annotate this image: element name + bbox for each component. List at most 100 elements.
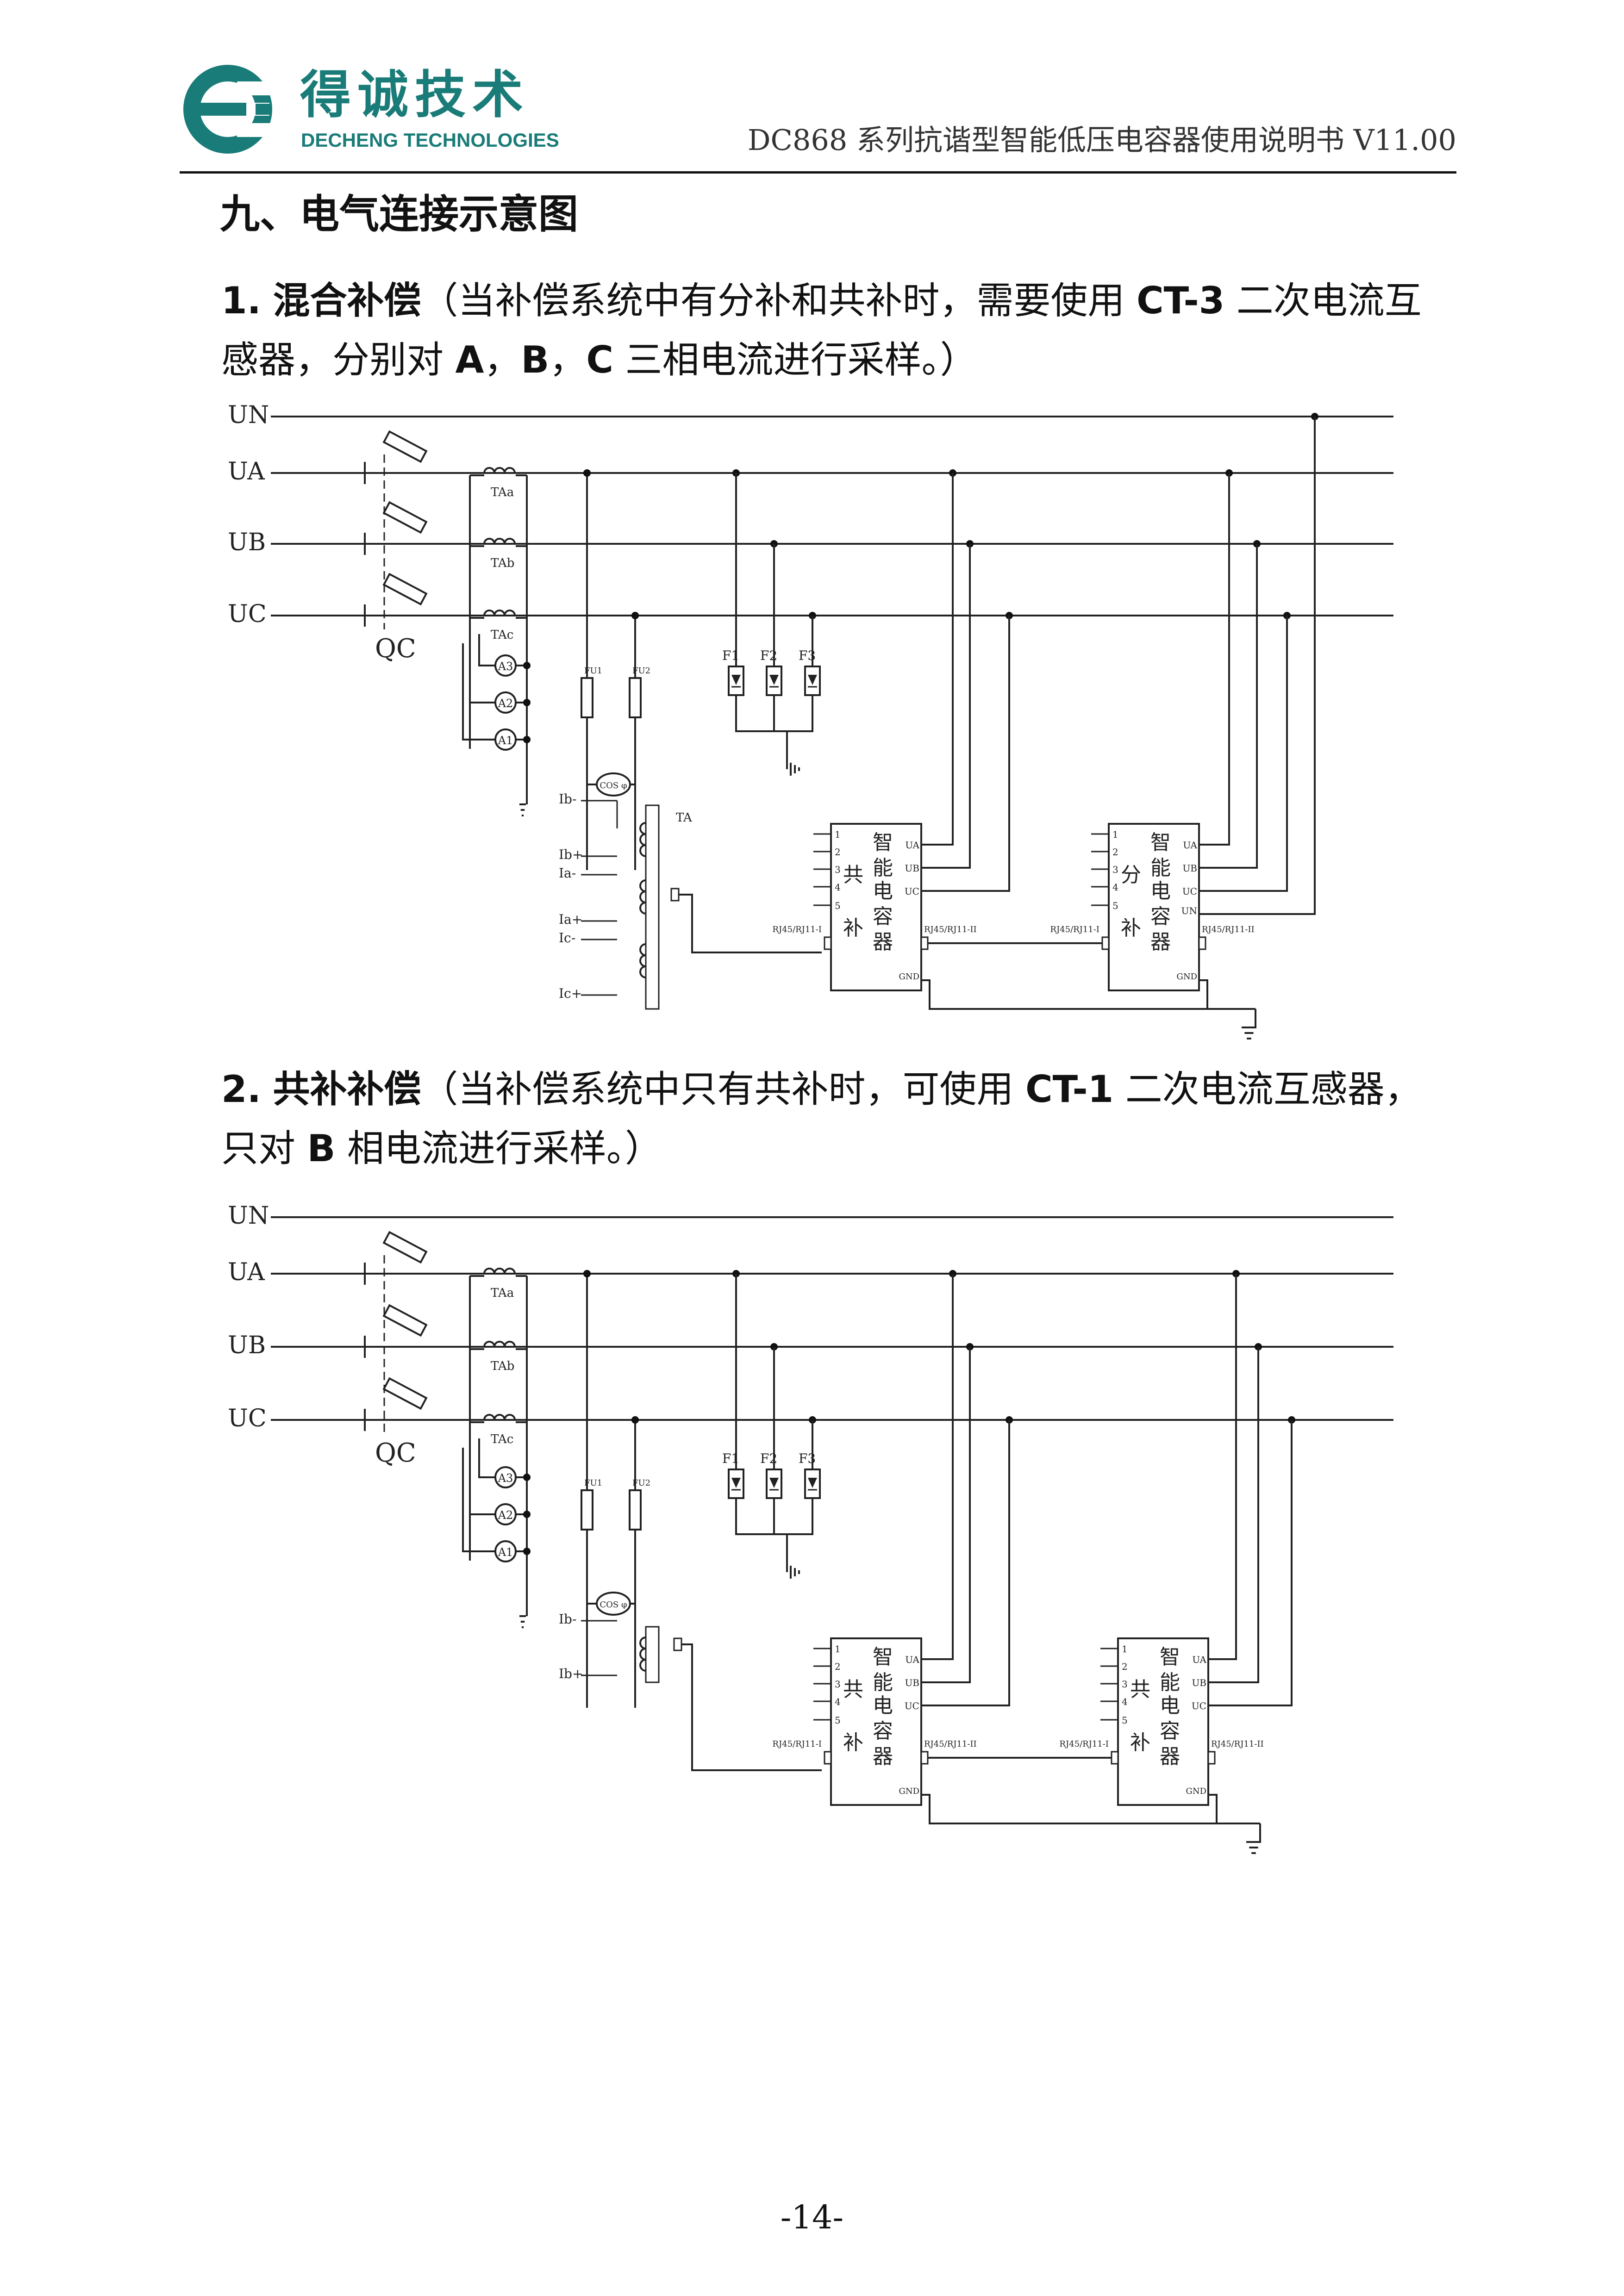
junction-dot <box>523 699 531 706</box>
brand-name-cn: 得诚技术 <box>300 65 530 124</box>
item-2-phase-b: B <box>307 1127 336 1170</box>
port-in-jack <box>1101 936 1110 950</box>
ammeter-label: A2 <box>498 697 513 710</box>
ct-coil-icon <box>483 1268 516 1274</box>
pin-label: 1 <box>835 829 841 840</box>
ct-loop-wire <box>469 1443 495 1515</box>
port-label: RJ45/RJ11-I <box>772 1739 822 1749</box>
fuse-icon-fu2 <box>629 677 642 718</box>
port-out-jack <box>1207 1751 1216 1765</box>
phase-wire <box>921 544 971 869</box>
fuse-link-icon <box>382 430 428 463</box>
capacitor-type-char: 共 <box>843 1678 863 1701</box>
surge-diode-icon <box>808 675 817 685</box>
phase-wire <box>1199 544 1258 869</box>
un-terminal-label: UN <box>1181 905 1197 916</box>
port-label: RJ45/RJ11-I <box>772 925 822 934</box>
ct-loop-wire <box>478 634 495 666</box>
ammeter-label: A1 <box>498 1546 513 1559</box>
ct-secondary-label: TA <box>676 811 693 825</box>
pin-label: 4 <box>1112 882 1118 893</box>
bus-label-ub: UB <box>228 1332 266 1359</box>
fuse-wire <box>630 717 636 785</box>
item-2-text-b: 二次电流互感器，只对 <box>221 1068 1422 1170</box>
item-1-number: 1. <box>221 279 262 322</box>
junction-dot <box>523 1511 531 1518</box>
phase-wire <box>921 1274 954 1660</box>
item-2-number: 2. <box>221 1068 262 1111</box>
port-out-jack <box>920 1751 929 1765</box>
item-2-text-a: （当补偿系统中只有共补时，可使用 <box>421 1068 1025 1111</box>
capacitor-label-char: 器 <box>1160 1745 1180 1768</box>
capacitor-label-char: 能 <box>873 1671 893 1694</box>
fuse-label: FU1 <box>584 666 602 676</box>
port-in-jack <box>824 1751 832 1765</box>
pin-label: 3 <box>1122 1679 1128 1690</box>
ammeter-label: A3 <box>498 1472 513 1485</box>
bus-label-ub: UB <box>228 529 266 556</box>
ct-output-jack <box>673 1637 682 1651</box>
neutral-wire <box>1199 417 1316 915</box>
current-terminal-label: Ic+ <box>559 986 582 1001</box>
capacitor-label-char: 电 <box>873 1694 893 1717</box>
capacitor-label-char: 器 <box>1150 930 1171 954</box>
bus-label-ua: UA <box>228 1258 265 1286</box>
ground-wire <box>921 1794 1260 1824</box>
fuse-icon-fu1 <box>581 677 593 718</box>
bus-label-ua: UA <box>228 458 265 485</box>
item-1-text-c: 三相电流进行采样。） <box>613 338 977 381</box>
pin-label: 2 <box>1122 1661 1128 1672</box>
phase-wire <box>921 473 954 846</box>
current-terminal-label: Ic- <box>559 930 575 946</box>
ct-label: TAa <box>491 485 514 499</box>
surge-diode-icon <box>808 1478 817 1488</box>
ct-label: TAb <box>491 556 514 570</box>
ct-output-jack <box>670 888 680 902</box>
pin-label: 1 <box>1122 1643 1128 1655</box>
port-label: RJ45/RJ11-II <box>924 925 977 934</box>
pin-label: 5 <box>1112 900 1118 911</box>
item-1-sep-1: ， <box>484 338 521 381</box>
surge-label: F3 <box>799 1451 816 1466</box>
ct-loop-wire <box>469 639 495 703</box>
item-2-text-c: 相电流进行采样。） <box>335 1127 662 1170</box>
capacitor-type-char: 共 <box>1130 1678 1150 1701</box>
capacitor-label-char: 电 <box>1160 1694 1180 1717</box>
signal-cable <box>679 894 822 953</box>
capacitor-type-char: 补 <box>1130 1731 1150 1755</box>
pin-label: 5 <box>1122 1715 1128 1726</box>
capacitor-label-char: 智 <box>873 831 893 854</box>
ct-label: TAb <box>491 1359 514 1373</box>
surge-label: F1 <box>722 1451 739 1466</box>
pin-label: 4 <box>1122 1696 1128 1707</box>
capacitor-label-char: 容 <box>1160 1719 1180 1743</box>
phase-terminal-label: UC <box>905 1700 919 1711</box>
capacitor-label-char: 智 <box>1150 831 1171 854</box>
breaker-label: QC <box>375 1438 416 1468</box>
junction-dot <box>523 1474 531 1481</box>
surge-diode-icon <box>731 1478 741 1488</box>
phase-terminal-label: UA <box>905 840 919 851</box>
phase-wire <box>1208 1274 1237 1660</box>
fuse-link-icon <box>382 572 428 606</box>
fuse-label: FU2 <box>632 666 650 676</box>
phase-wire <box>1199 616 1288 892</box>
pin-label: 1 <box>1112 829 1118 840</box>
surge-label: F1 <box>722 648 739 663</box>
phase-terminal-label: UC <box>1192 1700 1206 1711</box>
capacitor-unit-b <box>1108 823 1200 991</box>
capacitor-unit-a <box>830 823 922 991</box>
fuse-label: FU1 <box>584 1478 602 1488</box>
item-1-text-b: 二次电流互感器，分别对 <box>221 279 1422 381</box>
junction-dot <box>583 1270 591 1277</box>
signal-cable <box>681 1643 822 1771</box>
fuse-link-icon <box>382 1304 428 1337</box>
phase-wire <box>921 616 1010 892</box>
ground-wire <box>1199 979 1208 1009</box>
breaker-label: QC <box>375 634 416 664</box>
junction-dot <box>523 736 531 743</box>
item-2-ct: CT-1 <box>1025 1068 1114 1111</box>
surge-diode-icon <box>731 675 741 685</box>
ct-loop-wire <box>462 643 495 740</box>
